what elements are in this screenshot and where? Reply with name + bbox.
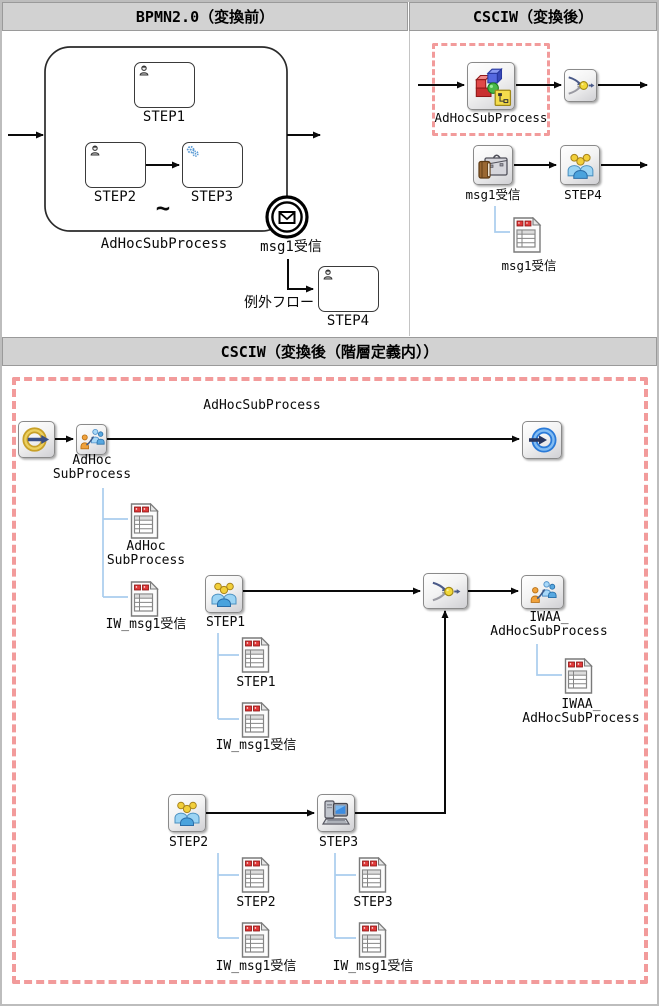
boundary-message-event [265, 195, 309, 239]
hier-step1-msg-doc-label: IW_msg1受信 [215, 738, 297, 753]
bpmn-task-step1 [134, 62, 195, 108]
exception-flow [287, 259, 314, 293]
hierarchy-definition-dashed-box [12, 377, 648, 984]
hier-step3-doc-label: STEP3 [353, 895, 393, 910]
hier-merge-node [423, 573, 468, 609]
start-event-icon [21, 424, 52, 455]
adhoc-highlight-dashed-box [432, 43, 550, 136]
csciw-merge-node [564, 69, 597, 102]
csciw-msg-doc-label: msg1受信 [501, 258, 557, 273]
hier-step2-doc-label: STEP2 [236, 895, 276, 910]
user-task-icon [88, 144, 102, 158]
end-event-icon [526, 424, 558, 456]
step1-document-icon [240, 637, 271, 673]
receive-message-case-icon [476, 148, 510, 182]
hier-iwaa-node-label: IWAA_ AdHocSubProcess [490, 610, 608, 639]
iw-msg-document-icon [240, 922, 271, 958]
hier-step2-msg-doc-label: IW_msg1受信 [215, 959, 297, 974]
csciw-adhoc-label: AdHocSubProcess [434, 110, 548, 125]
hier-step2-node [168, 794, 206, 832]
bpmn-task-step2 [85, 142, 146, 188]
csciw-adhoc-subprocess-node [467, 62, 515, 110]
csciw-step4-node [560, 145, 600, 185]
bpmn-task-step4 [318, 266, 379, 312]
message-envelope-icon [278, 211, 296, 224]
iw-msg-document-icon [357, 922, 388, 958]
user-task-icon [321, 268, 335, 282]
iwaa-document-icon [563, 658, 594, 694]
merge-gateway-icon [566, 71, 595, 100]
hier-step2-label: STEP2 [169, 835, 209, 850]
handover-people-icon [78, 426, 105, 453]
user-task-icon [137, 64, 151, 78]
hier-step3-label: STEP3 [319, 835, 359, 850]
step2-document-icon [240, 857, 271, 893]
hier-step3-msg-doc-label: IW_msg1受信 [332, 959, 414, 974]
step2-label: STEP2 [93, 189, 137, 205]
hier-adhoc-node-label: AdHoc SubProcess [52, 453, 132, 482]
iw-msg-document-icon [129, 581, 160, 617]
step1-label: STEP1 [142, 109, 186, 125]
people-group-icon [171, 797, 203, 829]
msg-doc-tree-line [494, 206, 510, 233]
hier-step1-node [205, 575, 243, 613]
panel-title-csciw-hierarchy: CSCIW（変換後（階層定義内）） [2, 337, 657, 366]
csciw-step4-label: STEP4 [564, 187, 602, 202]
hier-iwaa-doc-label: IWAA_ AdHocSubProcess [522, 697, 640, 726]
hier-step1-label: STEP1 [206, 615, 246, 630]
iw-msg-document-icon [240, 702, 271, 738]
hier-adhoc-node [76, 424, 107, 455]
hier-step1-doc-label: STEP1 [236, 675, 276, 690]
merge-gateway-icon [430, 576, 461, 607]
people-group-icon [564, 149, 597, 182]
exception-flow-label: 例外フロー [244, 295, 314, 311]
hier-end-node [522, 421, 562, 459]
hier-iwaa-node [521, 575, 564, 609]
adhoc-subprocess-label: AdHocSubProcess [100, 236, 228, 252]
people-group-icon [208, 578, 240, 610]
panel-title-bpmn: BPMN2.0（変換前） [2, 2, 408, 31]
hier-step3-node [317, 794, 355, 832]
handover-people-icon [528, 578, 557, 607]
hier-flow-label: AdHocSubProcess [203, 398, 321, 413]
step3-document-icon [357, 857, 388, 893]
csciw-msg-receive-node [473, 145, 513, 185]
bpmn-task-step3 [182, 142, 243, 188]
service-gears-icon [185, 144, 200, 159]
step3-label: STEP3 [190, 189, 234, 205]
hier-adhoc-msg-doc-label: IW_msg1受信 [105, 617, 187, 632]
adhoc-document-icon [129, 503, 160, 539]
panel-divider [409, 31, 410, 336]
msg-document-icon [512, 217, 542, 253]
step4-label: STEP4 [326, 313, 370, 329]
hier-start-node [18, 421, 55, 458]
adhoc-tilde-marker: ∼ [155, 194, 171, 222]
computer-workstation-icon [320, 797, 352, 829]
hier-adhoc-doc-label: AdHoc SubProcess [106, 539, 186, 568]
adhoc-subprocess-composite-icon [470, 65, 512, 107]
panel-title-csciw: CSCIW（変換後） [409, 2, 657, 31]
csciw-msg-label: msg1受信 [465, 187, 521, 202]
boundary-event-label: msg1受信 [260, 239, 322, 255]
